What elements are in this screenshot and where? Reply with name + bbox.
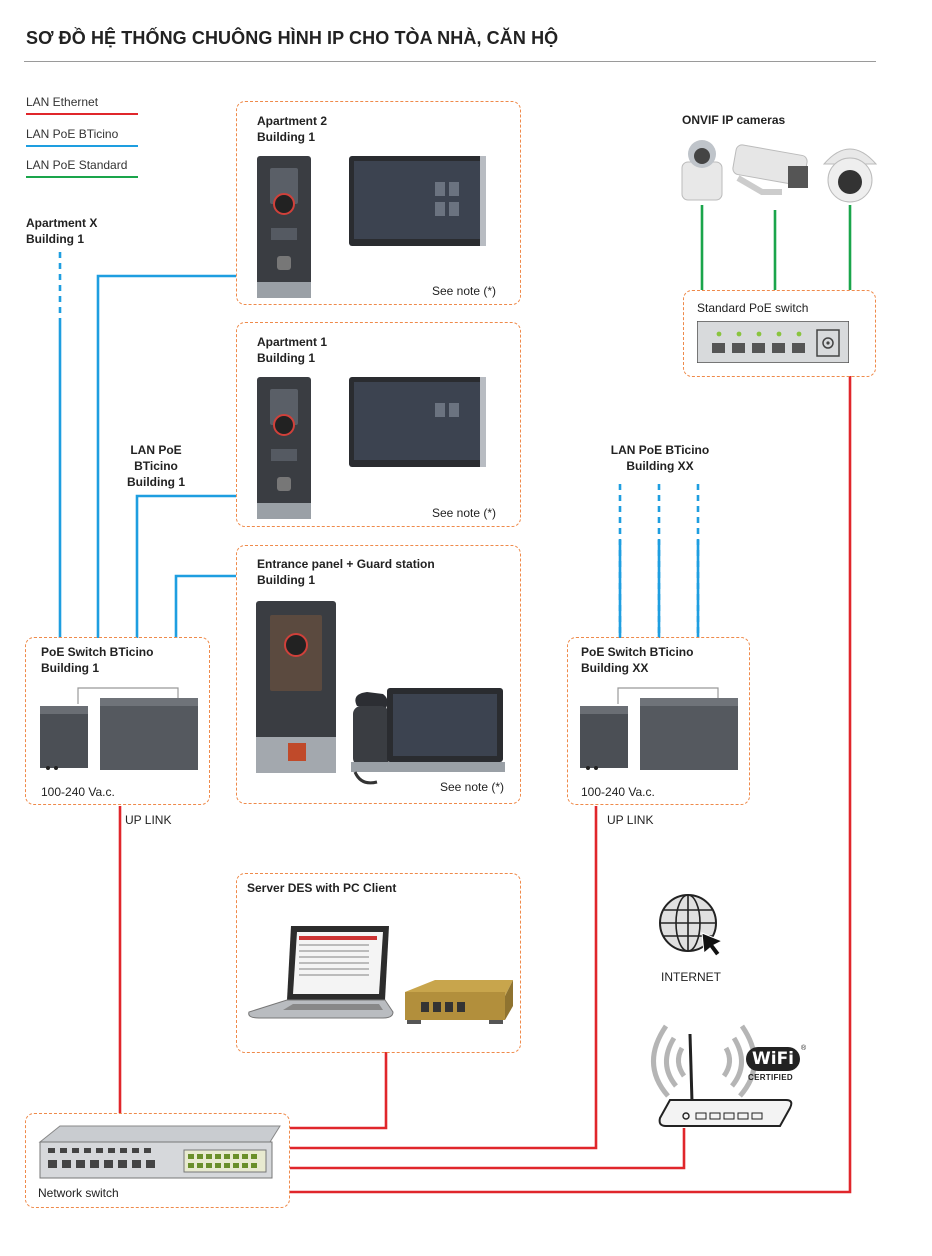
poe-switch-bxx-power: 100-240 Va.c. <box>581 785 655 799</box>
entrance-note: See note (*) <box>439 780 504 794</box>
video-monitor-icon <box>349 156 486 246</box>
server-box-icon <box>405 980 513 1024</box>
apartment1-line1: Apartment 1 <box>257 335 328 349</box>
legend-poe-standard-label: LAN PoE Standard <box>26 158 128 172</box>
door-panel-icon <box>257 156 311 298</box>
poe-switch-b1-label: PoE Switch BTicino Building 1 <box>41 644 153 676</box>
poe-switch-b1-line1: PoE Switch BTicino <box>41 645 154 659</box>
page-title: SƠ ĐỒ HỆ THỐNG CHUÔNG HÌNH IP CHO TÒA NH… <box>26 28 559 48</box>
globe-icon <box>659 894 724 957</box>
entrance-label: Entrance panel + Guard station Building … <box>257 556 435 588</box>
video-monitor-icon <box>349 377 486 467</box>
apartment2-line1: Apartment 2 <box>257 114 328 128</box>
door-panel-icon <box>257 377 311 519</box>
onvif-cameras-label: ONVIF IP cameras <box>682 113 786 127</box>
guard-station-icon <box>351 688 505 785</box>
wire-std-switch <box>290 376 852 1194</box>
entrance-line1: Entrance panel + Guard station <box>257 557 435 571</box>
poe-switch-b1-box: PoE Switch BTicino Building 1 100-240 Va… <box>25 637 210 805</box>
apartment2-label: Apartment 2 Building 1 <box>257 113 327 145</box>
entrance-box: Entrance panel + Guard station Building … <box>236 545 521 804</box>
apartment2-note: See note (*) <box>431 284 496 298</box>
wifi-word: WiFi <box>746 1047 800 1071</box>
network-switch-device-icon <box>38 1125 281 1179</box>
wifi-certified-text: CERTIFIED <box>748 1073 793 1082</box>
poe-switch-device-icon <box>580 687 738 770</box>
lan-poe-bxx-line2: Building XX <box>626 459 694 473</box>
apartment-x-line2: Building 1 <box>26 232 84 246</box>
apartment-x-label: Apartment X Building 1 <box>26 215 97 247</box>
legend-ethernet-line <box>26 113 138 115</box>
apartment-x-line1: Apartment X <box>26 216 98 230</box>
uplink-b1-label: UP LINK <box>125 813 172 827</box>
lan-poe-b1-label: LAN PoE BTicino Building 1 <box>108 442 204 490</box>
ip-cameras-icon <box>681 140 878 203</box>
legend-poe-standard-line <box>26 176 138 178</box>
std-poe-switch-label: Standard PoE switch <box>697 301 809 315</box>
wifi-registered-mark: ® <box>801 1045 807 1052</box>
poe-switch-bxx-line2: Building XX <box>581 661 649 675</box>
uplink-bxx-label: UP LINK <box>607 813 654 827</box>
wire-apartment1 <box>135 494 236 638</box>
std-poe-switch-box: Standard PoE switch <box>683 290 876 377</box>
poe-switch-b1-power: 100-240 Va.c. <box>41 785 115 799</box>
lan-poe-bxx-line1: LAN PoE BTicino <box>610 443 710 457</box>
wire-apartment2 <box>96 274 236 638</box>
internet-label: INTERNET <box>661 970 721 984</box>
poe-switch-bxx-label: PoE Switch BTicino Building XX <box>581 644 693 676</box>
std-poe-switch-device-icon <box>697 321 849 363</box>
wire-entrance <box>174 574 236 638</box>
apartment1-note: See note (*) <box>431 506 496 520</box>
poe-switch-bxx-box: PoE Switch BTicino Building XX 100-240 V… <box>567 637 750 805</box>
poe-switch-device-icon <box>40 687 198 770</box>
apartment2-line2: Building 1 <box>257 130 315 144</box>
apartment2-box: Apartment 2 Building 1 See note (*) <box>236 101 521 305</box>
apartment1-box: Apartment 1 Building 1 See note (*) <box>236 322 521 527</box>
server-box: Server DES with PC Client <box>236 873 521 1053</box>
legend-poe-bticino-label: LAN PoE BTicino <box>26 127 119 141</box>
apartment1-line2: Building 1 <box>257 351 315 365</box>
poe-switch-bxx-line1: PoE Switch BTicino <box>581 645 694 659</box>
entrance-panel-icon <box>256 601 336 773</box>
lan-poe-b1-line1: LAN PoE BTicino <box>130 443 182 473</box>
wire-router <box>290 1128 686 1170</box>
wire-server <box>290 1052 388 1130</box>
network-switch-label: Network switch <box>38 1186 119 1200</box>
apartment1-label: Apartment 1 Building 1 <box>257 334 327 366</box>
laptop-icon <box>248 926 394 1019</box>
entrance-line2: Building 1 <box>257 573 315 587</box>
lan-poe-bxx-label: LAN PoE BTicino Building XX <box>608 442 712 474</box>
poe-switch-b1-line2: Building 1 <box>41 661 99 675</box>
wire-uplink-bxx <box>290 806 598 1150</box>
legend-ethernet-label: LAN Ethernet <box>26 95 99 109</box>
server-label: Server DES with PC Client <box>247 881 397 895</box>
title-divider <box>24 61 876 62</box>
legend-poe-bticino-line <box>26 145 138 147</box>
wifi-certified-logo: WiFi ® CERTIFIED <box>746 1045 807 1087</box>
network-switch-box: Network switch <box>25 1113 290 1208</box>
lan-poe-b1-line2: Building 1 <box>127 475 185 489</box>
